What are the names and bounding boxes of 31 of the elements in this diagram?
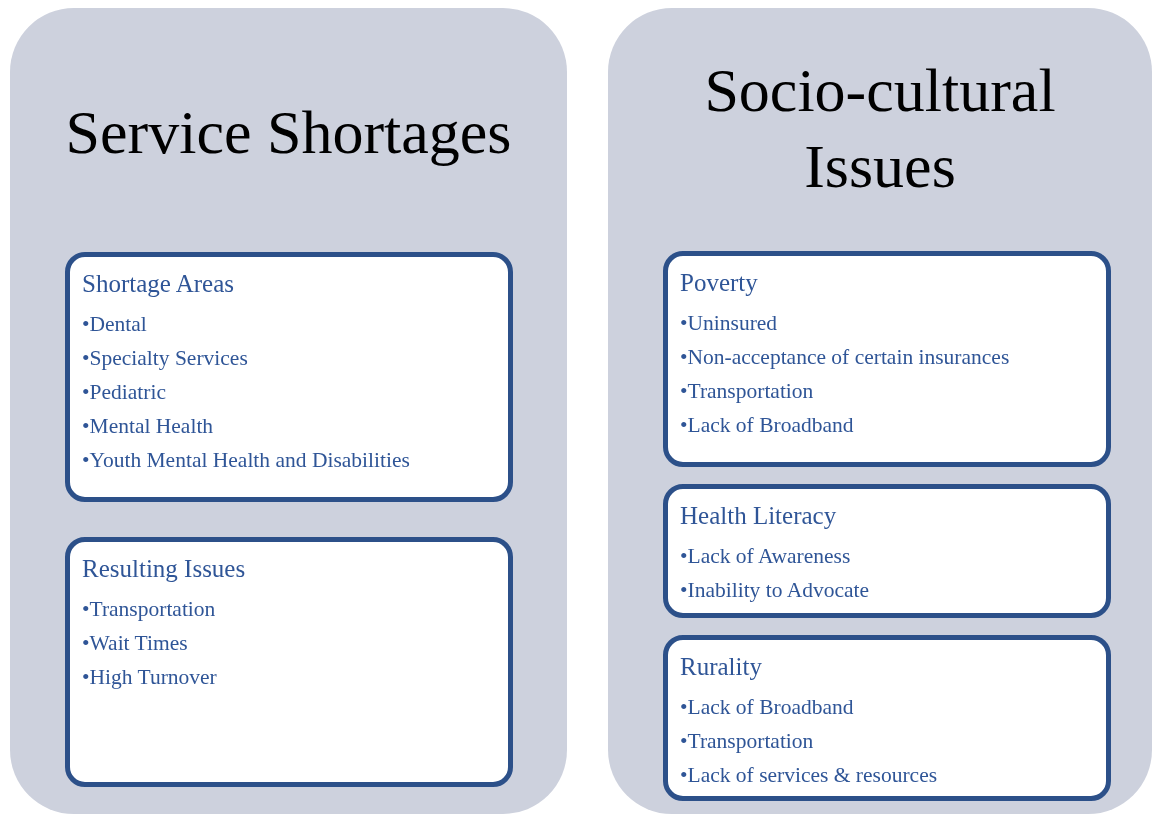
bullet-item: •Wait Times	[82, 630, 189, 657]
bullet-item: •Inability to Advocate	[680, 577, 871, 604]
bullet-item: •Uninsured	[680, 310, 779, 337]
issue-card	[65, 252, 513, 502]
card-heading: Rurality	[680, 652, 763, 682]
bullet-item: •Specialty Services	[82, 345, 249, 372]
issue-card	[663, 484, 1111, 618]
bullet-item: •Lack of Broadband	[680, 694, 855, 721]
issue-card	[65, 537, 513, 787]
bullet-item: •Transportation	[82, 596, 217, 623]
bullet-item: •Youth Mental Health and Disabilities	[82, 447, 411, 474]
card-heading: Health Literacy	[680, 501, 838, 531]
bullet-item: •Transportation	[680, 728, 815, 755]
bullet-item: •Non-acceptance of certain insurances	[680, 344, 1011, 371]
card-heading: Poverty	[680, 268, 759, 298]
category-panel	[10, 8, 567, 814]
bullet-item: •Lack of services & resources	[680, 762, 939, 789]
bullet-item: •Dental	[82, 311, 148, 338]
panel-title: Socio-cultural Issues	[703, 55, 1057, 202]
panel-title: Service Shortages	[64, 97, 513, 168]
card-heading: Resulting Issues	[82, 554, 247, 584]
card-heading: Shortage Areas	[82, 269, 236, 299]
bullet-item: •Pediatric	[82, 379, 167, 406]
bullet-item: •Lack of Broadband	[680, 412, 855, 439]
bullet-item: •Mental Health	[82, 413, 215, 440]
bullet-item: •Lack of Awareness	[680, 543, 852, 570]
bullet-item: •High Turnover	[82, 664, 218, 691]
issue-card	[663, 635, 1111, 801]
category-panel	[608, 8, 1152, 814]
bullet-item: •Transportation	[680, 378, 815, 405]
issue-card	[663, 251, 1111, 467]
